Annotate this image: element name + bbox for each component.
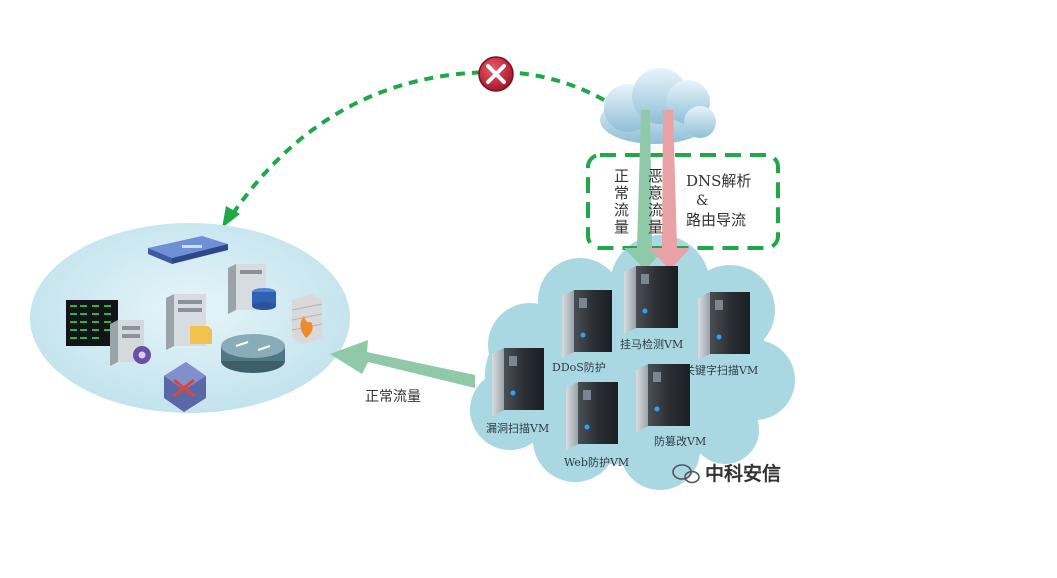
blocked-path-arrow <box>230 69 620 217</box>
vm-label-keyword: 关键字扫描VM <box>684 363 758 377</box>
rack-server-icon <box>148 236 228 264</box>
vm-label-tamper: 防篡改VM <box>654 434 706 448</box>
normal-traffic-label: 正常流量 <box>612 168 630 236</box>
gear-icon <box>133 346 151 364</box>
dns-label-line1: DNS解析 <box>686 172 751 190</box>
return-traffic-arrow <box>330 340 475 388</box>
vm-server-trojan <box>624 266 678 334</box>
watermark: 中科安信 <box>672 462 781 485</box>
server-icon <box>110 320 144 366</box>
router-icon <box>221 334 285 373</box>
internet-cloud <box>600 68 716 144</box>
vm-label-trojan: 挂马检测VM <box>620 337 683 351</box>
dns-label-line3: 路由导流 <box>686 211 746 229</box>
vm-server-ddos <box>562 290 612 358</box>
blocked-marker <box>478 56 514 92</box>
dns-label-line2: & <box>696 193 708 209</box>
blocked-path-arrowhead <box>222 206 240 228</box>
normal-traffic-arrow <box>624 110 665 270</box>
wechat-icon <box>672 464 700 484</box>
monitor-wall-icon <box>66 300 118 346</box>
vm-label-web: Web防护VM <box>564 455 629 469</box>
vm-label-vuln: 漏洞扫描VM <box>486 421 549 435</box>
vm-server-keyword <box>698 292 750 360</box>
vm-label-ddos: DDoS防护 <box>552 360 606 374</box>
vm-server-tamper <box>636 364 690 432</box>
database-server-icon <box>228 264 276 314</box>
switch-icon <box>164 362 206 412</box>
malicious-traffic-label: 恶意流量 <box>646 168 664 236</box>
watermark-text: 中科安信 <box>705 462 781 485</box>
vm-server-web <box>566 382 618 450</box>
x-close-icon <box>486 64 506 84</box>
firewall-icon <box>291 294 323 344</box>
file-server-icon <box>166 294 212 350</box>
malicious-traffic-arrow <box>649 110 690 270</box>
vm-server-vuln <box>492 348 544 416</box>
return-traffic-label: 正常流量 <box>365 389 421 405</box>
